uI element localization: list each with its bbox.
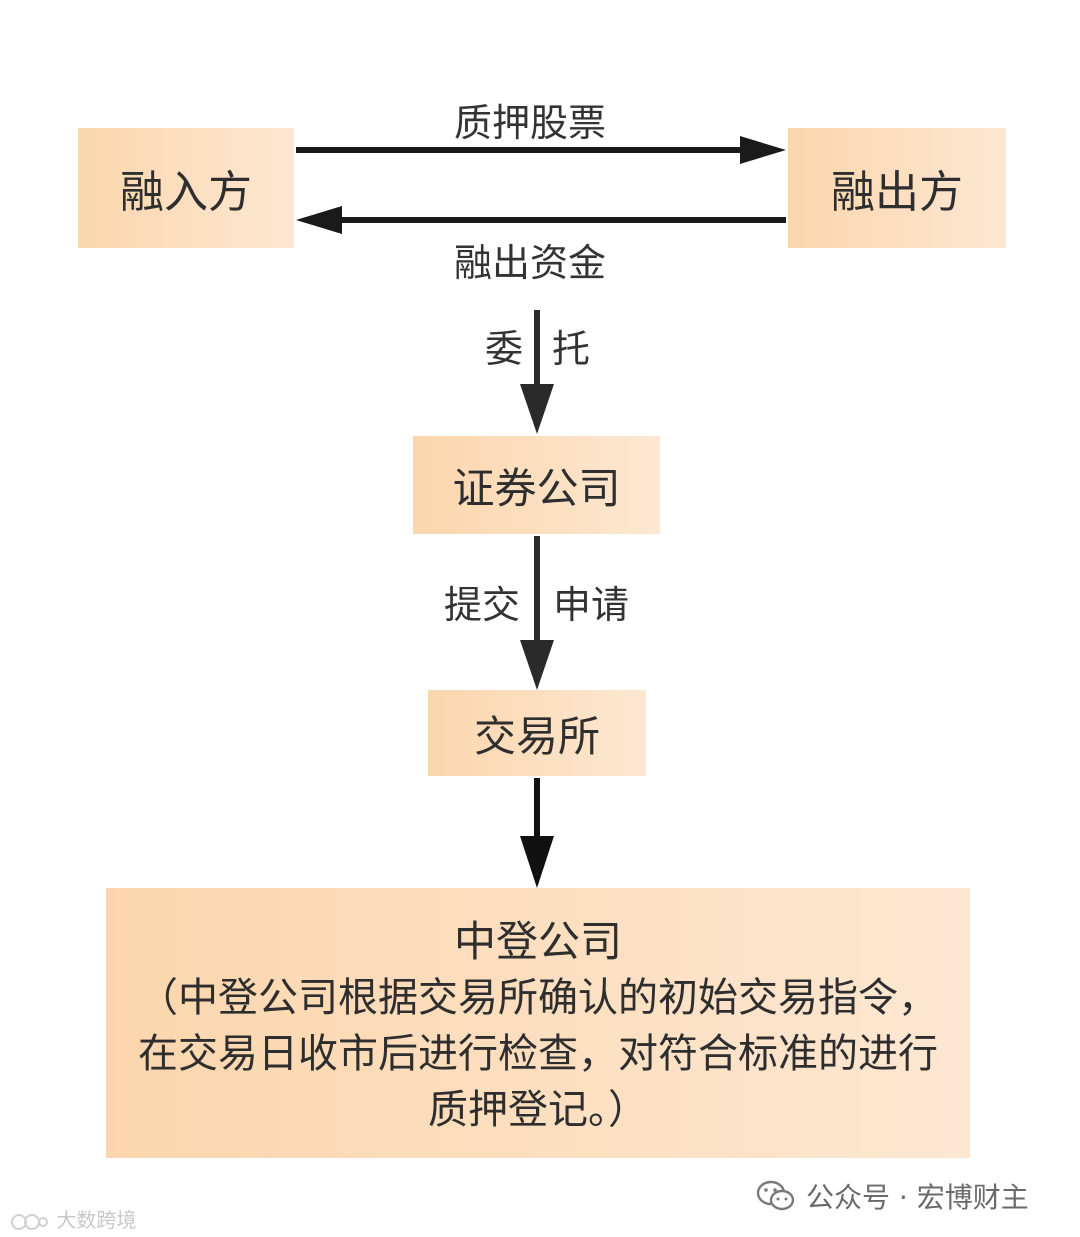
edge-label-entrust-right: 托 xyxy=(552,327,591,371)
watermark-left-text: 大数跨境 xyxy=(56,1208,137,1232)
node-exchange-label: 交易所 xyxy=(473,711,600,761)
node-borrower: 融入方 xyxy=(78,128,294,248)
watermark-right-text: 公众号 · 宏博财主 xyxy=(806,1181,1029,1214)
wechat-icon xyxy=(756,1180,795,1211)
node-csdc-title: 中登公司 xyxy=(453,917,622,966)
edge-label-pledge-stock: 质押股票 xyxy=(454,101,607,145)
node-lender: 融出方 xyxy=(788,128,1006,248)
node-csdc-note: （中登公司根据交易所确认的初始交易指令，在交易日收市后进行检查，对符合标准的进行… xyxy=(138,975,938,1133)
arrow-lend-funds xyxy=(296,206,786,234)
edge-label-application: 申请 xyxy=(553,583,630,627)
arrow-pledge-stock xyxy=(296,136,786,164)
node-exchange: 交易所 xyxy=(428,690,646,776)
node-csdc: 中登公司 （中登公司根据交易所确认的初始交易指令，在交易日收市后进行检查，对符合… xyxy=(106,888,970,1158)
watermark-right: 公众号 · 宏博财主 xyxy=(756,1176,1029,1216)
node-lender-label: 融出方 xyxy=(831,167,963,218)
edge-label-entrust-left: 委 xyxy=(485,327,524,371)
edge-label-submit: 提交 xyxy=(444,583,521,627)
node-securities-company: 证券公司 xyxy=(413,436,660,534)
node-borrower-label: 融入方 xyxy=(120,167,252,218)
arrow-exchange-to-csdc xyxy=(520,778,554,888)
edge-label-lend-funds: 融出资金 xyxy=(454,241,607,285)
watermark-left: 大数跨境 xyxy=(10,1204,136,1233)
node-securities-company-label: 证券公司 xyxy=(452,463,621,513)
arrow-entrust xyxy=(520,310,554,434)
arrow-submit-application xyxy=(520,536,554,690)
watermark-logo-icon xyxy=(11,1213,48,1230)
